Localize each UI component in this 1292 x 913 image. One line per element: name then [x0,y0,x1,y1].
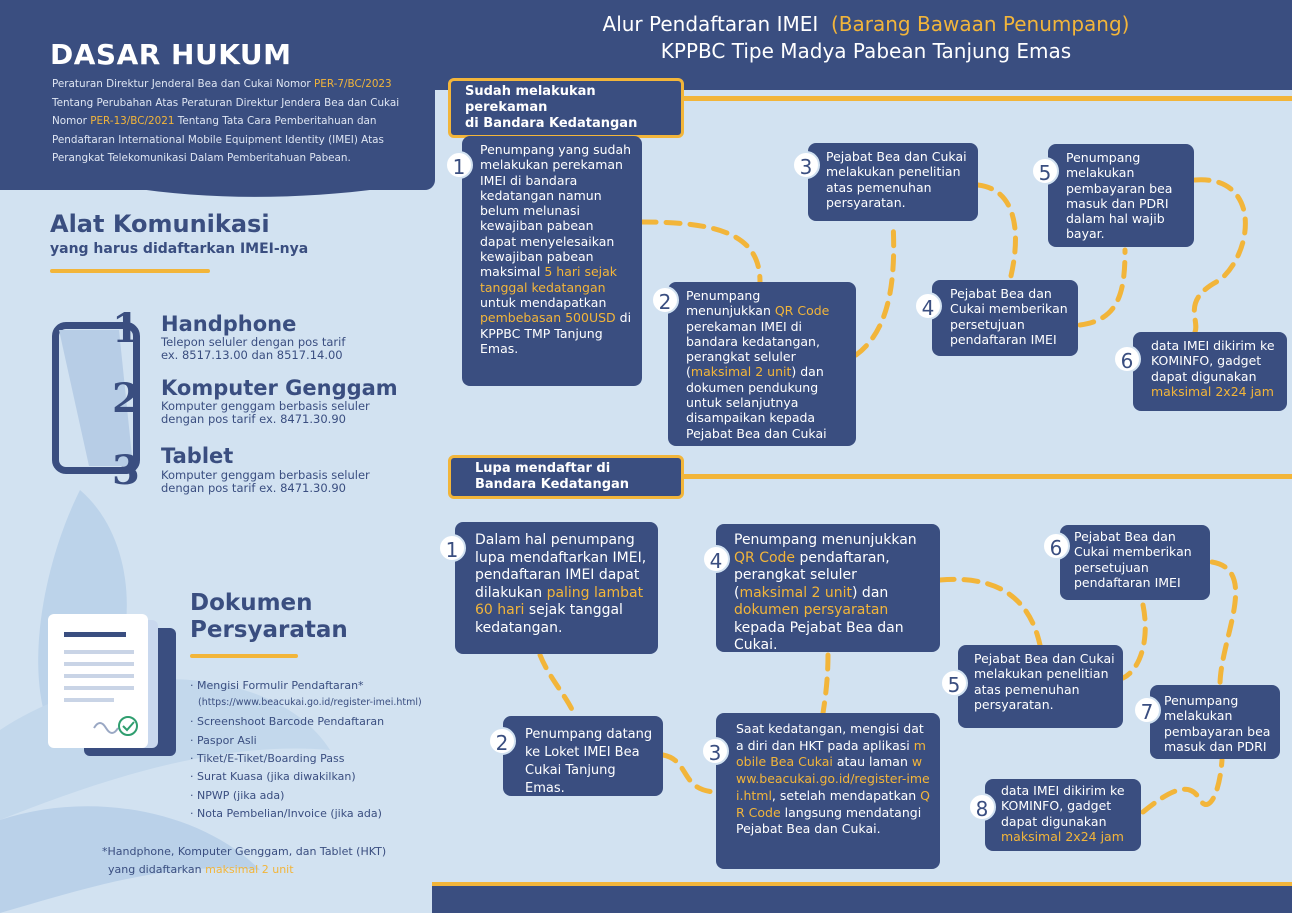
step-b7-box: Penumpang melakukan pembayaran bea masuk… [1150,685,1280,759]
step-a5-box: Penumpang melakukan pembayaran bea masuk… [1048,144,1194,247]
step-a2-box: Penumpang menunjukkan QR Code perekaman … [668,282,856,446]
step-b4-box: Penumpang menunjukkan QR Code pendaftara… [716,524,940,653]
device-number-3: 3 [112,447,140,494]
note-text: *Handphone, Komputer Genggam, dan Tablet… [102,845,387,876]
step-a2-number: 2 [651,286,679,314]
step-b2-number: 2 [488,727,516,755]
list-item: · Tiket/E-Tiket/Boarding Pass [190,752,345,765]
step-a1-number: 1 [445,151,473,179]
list-item: · Screenshoot Barcode Pendaftaran [190,715,385,728]
section-b-bar [680,474,1292,479]
phone-icon [52,322,140,474]
step-b6-box: Pejabat Bea dan Cukai memberikan persetu… [1060,525,1210,600]
step-a3-number: 3 [792,151,820,179]
step-b1-number: 1 [438,534,466,562]
device-title-tablet: Tablet [161,444,234,468]
step-b5-number: 5 [940,669,968,697]
step-b8-number: 8 [968,793,996,821]
list-item: · Mengisi Formulir Pendaftaran* [190,679,364,692]
step-b5-box: Pejabat Bea dan Cukai melakukan peneliti… [958,645,1123,728]
list-item: · Nota Pembelian/Invoice (jika ada) [190,807,382,820]
alat-komunikasi-title: Alat Komunikasi [50,210,270,238]
step-a6-box: data IMEI dikirim ke KOMINFO, gadget dap… [1133,332,1287,411]
step-a6-number: 6 [1113,345,1141,373]
device-number-2: 2 [112,375,140,422]
step-a1-box: Penumpang yang sudah melakukan perekaman… [462,136,642,386]
dokumen-underline [190,654,298,658]
alat-underline [50,269,210,273]
list-item: · Paspor Asli [190,734,257,747]
alat-komunikasi-subtitle: yang harus didaftarkan IMEI-nya [50,241,309,257]
device-number-1: 1 [112,305,140,352]
step-b2-box: Penumpang datang ke Loket IMEI Bea Cukai… [503,716,663,796]
step-b3-number: 3 [701,737,729,765]
list-item: · Surat Kuasa (jika diwakilkan) [190,770,356,783]
section-a-bar [680,96,1292,101]
dasar-hukum-text: Peraturan Direktur Jenderal Bea dan Cuka… [52,78,400,164]
step-b7-number: 7 [1133,696,1161,724]
step-b4-number: 4 [702,545,730,573]
bottom-band [432,882,1292,913]
device-title-komputer-genggam: Komputer Genggam [161,376,398,400]
dasar-hukum-title: DASAR HUKUM [50,38,292,71]
step-b8-box: data IMEI dikirim ke KOMINFO, gadget dap… [985,779,1141,851]
device-title-handphone: Handphone [161,312,297,336]
page-title-line1: Alur Pendaftaran IMEI (Barang Bawaan Pen… [602,12,1130,36]
step-b1-box: Dalam hal penumpang lupa mendaftarkan IM… [455,522,658,654]
page-title-line2: KPPBC Tipe Madya Pabean Tanjung Emas [660,39,1072,63]
step-a4-number: 4 [914,292,942,320]
step-b6-number: 6 [1042,532,1070,560]
step-a5-number: 5 [1031,157,1059,185]
document-icon [48,614,176,756]
step-a3-box: Pejabat Bea dan Cukai melakukan peneliti… [808,143,978,221]
header-wave [0,150,435,197]
step-b3-box: Saat kedatangan, mengisi data diri dan H… [716,713,940,869]
phone-shine-icon [59,330,133,466]
list-item: · NPWP (jika ada) [190,789,285,802]
list-item: (https://www.beacukai.go.id/register-ime… [198,697,422,708]
step-a4-box: Pejabat Bea dan Cukai memberikan persetu… [932,280,1078,356]
